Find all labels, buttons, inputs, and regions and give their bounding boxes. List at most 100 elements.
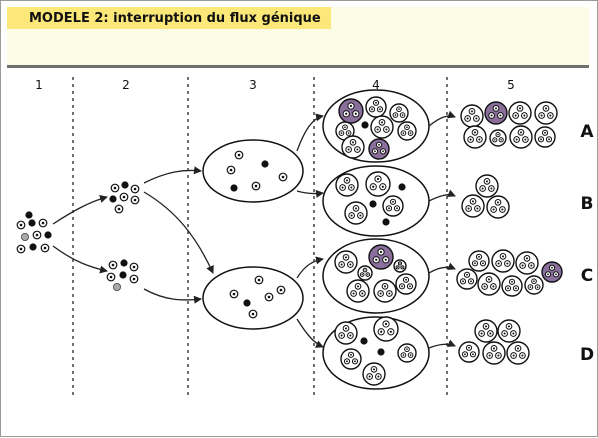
cell-nucleus-center xyxy=(492,285,495,288)
cell-nucleus-center xyxy=(356,148,359,151)
cell-nucleus-center xyxy=(389,330,392,333)
cell-nucleus-center xyxy=(402,132,405,134)
dark-dot xyxy=(120,259,128,267)
dark-dot xyxy=(28,219,36,227)
cell-nucleus-center xyxy=(482,262,484,265)
cell-nucleus-center xyxy=(489,332,492,335)
cell-nucleus-center xyxy=(344,126,346,129)
cell-nucleus-center xyxy=(345,112,348,115)
header-divider xyxy=(7,65,589,68)
cell-nucleus-center xyxy=(515,138,518,141)
ring-dot-center xyxy=(251,312,255,316)
cell-nucleus-center xyxy=(388,292,391,295)
cell-nucleus-center xyxy=(349,263,352,266)
cell-nucleus-center xyxy=(401,266,403,268)
cell-nucleus-center xyxy=(533,280,535,283)
column-label-2: 2 xyxy=(122,78,130,92)
cell-nucleus-center xyxy=(483,285,486,288)
ring-dot-center xyxy=(35,233,39,237)
row-label-c: C xyxy=(581,266,593,286)
column-label-3: 3 xyxy=(249,78,257,92)
dark-dot xyxy=(25,211,33,219)
cell-nucleus-center xyxy=(524,138,527,141)
dark-dot xyxy=(382,218,390,226)
ring-dot-center xyxy=(237,153,241,157)
cell-nucleus-center xyxy=(379,108,381,111)
cell-nucleus-center xyxy=(462,280,464,283)
cell-nucleus-center xyxy=(485,180,489,183)
cell-nucleus-center xyxy=(388,207,390,210)
row-label-d: D xyxy=(580,345,594,365)
cell-nucleus-center xyxy=(548,138,550,141)
arrow xyxy=(296,189,324,198)
cell-nucleus-center xyxy=(351,141,355,144)
cell-nucleus-center xyxy=(506,262,509,265)
cell-nucleus-center xyxy=(518,107,522,110)
cell-nucleus-center xyxy=(544,131,546,134)
cell-nucleus-center xyxy=(379,292,382,295)
cell-nucleus-center xyxy=(512,354,515,357)
cell-nucleus-center xyxy=(549,114,552,117)
column-label-1: 1 xyxy=(35,78,43,92)
figure-title: MODELE 2: interruption du flux génique xyxy=(29,10,321,26)
cell-nucleus-center xyxy=(376,177,380,181)
cell-nucleus-center xyxy=(519,131,523,134)
cell-nucleus-center xyxy=(409,354,412,356)
cell-nucleus-center xyxy=(350,186,353,189)
cell-nucleus-center xyxy=(501,255,505,258)
cell-nucleus-center xyxy=(555,273,557,276)
dark-dot xyxy=(398,183,406,191)
cell-nucleus-center xyxy=(494,107,498,110)
cell-nucleus-center xyxy=(409,132,412,134)
ring-dot-center xyxy=(133,187,137,191)
arrow xyxy=(143,191,214,274)
cell-nucleus-center xyxy=(380,121,384,124)
cell-nucleus-center xyxy=(397,266,399,268)
population-ellipse-3-bottom xyxy=(202,266,304,330)
cell-nucleus-center xyxy=(350,214,353,217)
cell-nucleus-center xyxy=(521,354,524,357)
cell-nucleus-center xyxy=(468,346,470,349)
cell-nucleus-center xyxy=(354,207,358,210)
cell-nucleus-center xyxy=(340,334,343,337)
title-highlight: MODELE 2: interruption du flux génique xyxy=(7,7,331,29)
arrow xyxy=(143,288,202,304)
dark-dot xyxy=(230,184,238,192)
row-label-a: A xyxy=(580,122,594,142)
cell-nucleus-center xyxy=(484,325,488,328)
cell-nucleus-center xyxy=(402,354,405,356)
dark-dot xyxy=(121,181,129,189)
column-label-4: 4 xyxy=(372,78,380,92)
ring-dot-center xyxy=(109,275,113,279)
ring-dot-center xyxy=(232,292,236,296)
cell-nucleus-center xyxy=(472,353,474,356)
cell-nucleus-center xyxy=(507,325,511,328)
cell-nucleus-center xyxy=(487,278,491,281)
cell-nucleus-center xyxy=(392,200,394,203)
arrow xyxy=(296,113,324,152)
ring-dot-center xyxy=(132,277,136,281)
dark-dot xyxy=(360,337,368,345)
arrow xyxy=(428,262,456,274)
cell-nucleus-center xyxy=(497,133,499,136)
cell-nucleus-center xyxy=(466,273,468,276)
cell-nucleus-center xyxy=(540,114,543,117)
cell-nucleus-center xyxy=(521,264,524,267)
grey-dot xyxy=(113,282,122,291)
cell-nucleus-center xyxy=(511,280,513,283)
arrow xyxy=(52,195,108,225)
cell-nucleus-center xyxy=(364,269,366,271)
cell-nucleus-center xyxy=(349,334,352,337)
cell-nucleus-center xyxy=(341,186,344,189)
arrow xyxy=(143,166,202,184)
dark-dot xyxy=(369,200,377,208)
cell-nucleus-center xyxy=(514,114,517,117)
cell-nucleus-center xyxy=(525,257,529,260)
cell-nucleus-center xyxy=(494,139,496,141)
cell-nucleus-center xyxy=(340,263,343,266)
cell-nucleus-center xyxy=(507,287,509,290)
cell-nucleus-center xyxy=(361,292,364,295)
cell-nucleus-center xyxy=(475,117,478,120)
ring-dot-center xyxy=(111,263,115,267)
cell-nucleus-center xyxy=(515,287,517,290)
